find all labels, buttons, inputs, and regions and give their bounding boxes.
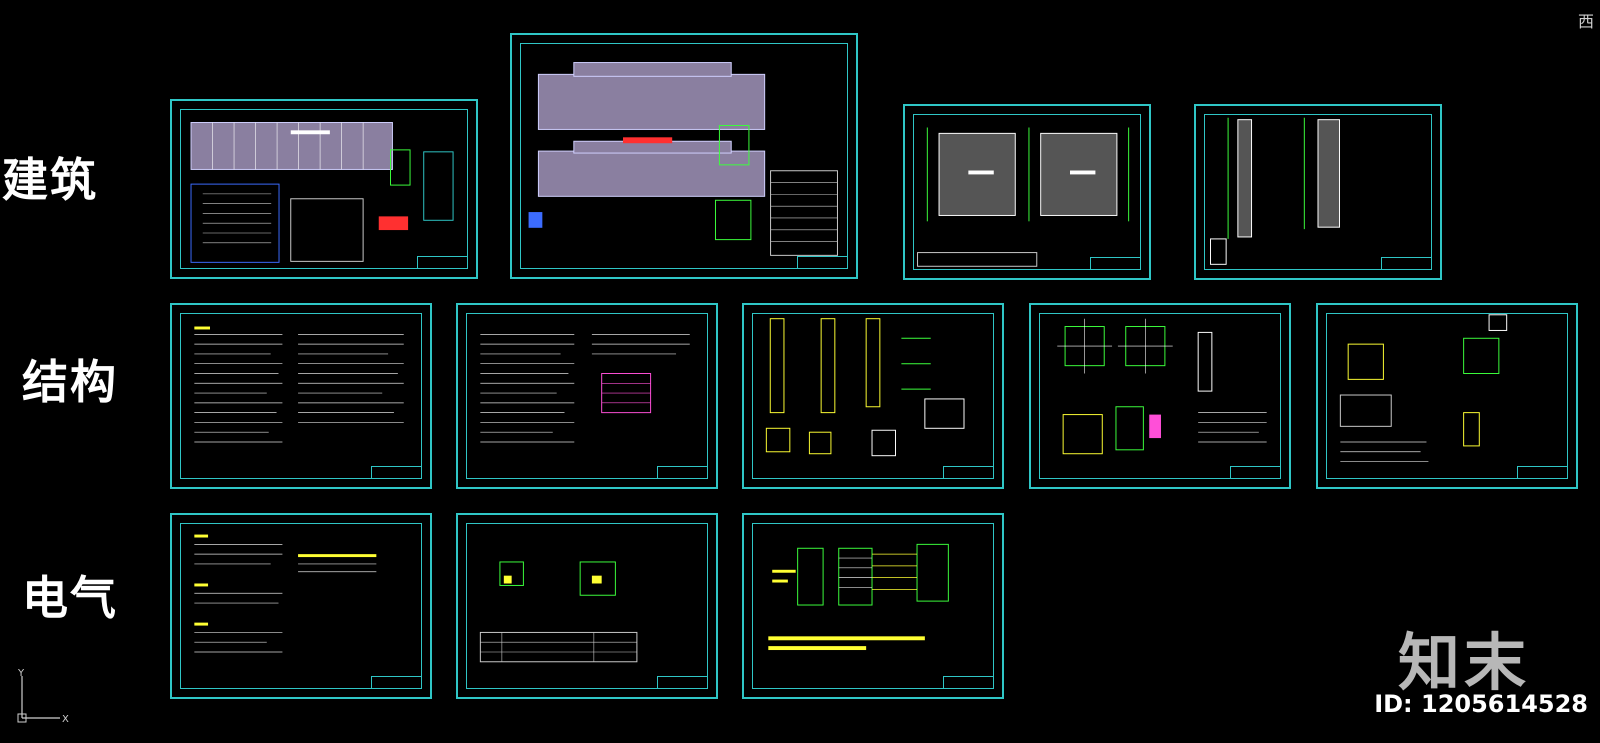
drawing-sheet-elevation-1[interactable] [903, 104, 1151, 280]
title-block [943, 676, 994, 689]
sheet-border [913, 114, 1141, 270]
title-block [371, 466, 422, 479]
elevation-drawing [1210, 117, 1340, 265]
title-block [943, 466, 994, 479]
row-label-electrical: 电气 [22, 571, 118, 625]
ucs-y-label: Y [17, 668, 25, 679]
title-block [657, 466, 708, 479]
title-block [657, 676, 708, 689]
drawing-sheet-electrical-plan[interactable] [456, 513, 718, 699]
drawing-sheet-column-details[interactable] [1316, 303, 1578, 489]
notes-text-drawing [480, 334, 690, 443]
title-block [371, 676, 422, 689]
drawing-sheet-electrical-notes[interactable] [170, 513, 432, 699]
sheet-border [752, 523, 994, 689]
sheet-border [180, 109, 468, 269]
ucs-axis-icon: Y X [17, 668, 69, 725]
title-block [1090, 257, 1141, 270]
watermark-id: ID: 1205614528 [1374, 690, 1588, 718]
sheet-border [1326, 313, 1568, 479]
sheet-border [1204, 114, 1432, 270]
title-block [797, 256, 848, 269]
drawing-sheet-floor-plan-1[interactable] [170, 99, 478, 279]
column-detail-drawing [1339, 314, 1508, 462]
structure-detail-drawing [765, 318, 965, 457]
row-label-structure: 结构 [22, 355, 118, 409]
row-label-architecture: 建筑 [2, 153, 98, 207]
drawing-sheet-structure-notes-2[interactable] [456, 303, 718, 489]
drawing-sheet-structure-notes-1[interactable] [170, 303, 432, 489]
floor-plan-drawing [190, 122, 454, 263]
distribution-diagram-drawing [768, 543, 949, 651]
sheet-border [1039, 313, 1281, 479]
notes-text-drawing [194, 534, 377, 653]
floor-plan-drawing [528, 62, 838, 256]
drawing-sheet-elevation-2[interactable] [1194, 104, 1442, 280]
sheet-border [520, 43, 848, 269]
drawing-sheet-floor-plan-2[interactable] [510, 33, 858, 279]
title-block [1381, 257, 1432, 270]
title-block [1517, 466, 1568, 479]
title-block [1230, 466, 1281, 479]
drawing-sheet-distribution-diagram[interactable] [742, 513, 1004, 699]
watermark-logo: 知末 [1397, 626, 1530, 699]
sheet-border [180, 313, 422, 479]
elevation-drawing [917, 127, 1130, 267]
drawing-sheet-foundation-details[interactable] [1029, 303, 1291, 489]
foundation-detail-drawing [1057, 318, 1267, 455]
title-block [417, 256, 468, 269]
electrical-plan-drawing [479, 561, 638, 663]
notes-text-drawing [194, 326, 404, 443]
drawing-sheet-structure-details-1[interactable] [742, 303, 1004, 489]
sheet-border [180, 523, 422, 689]
ucs-x-label: X [62, 714, 69, 725]
sheet-border [466, 313, 708, 479]
viewcube-direction-label[interactable]: 西 [1577, 12, 1594, 31]
sheet-border [752, 313, 994, 479]
sheet-border [466, 523, 708, 689]
